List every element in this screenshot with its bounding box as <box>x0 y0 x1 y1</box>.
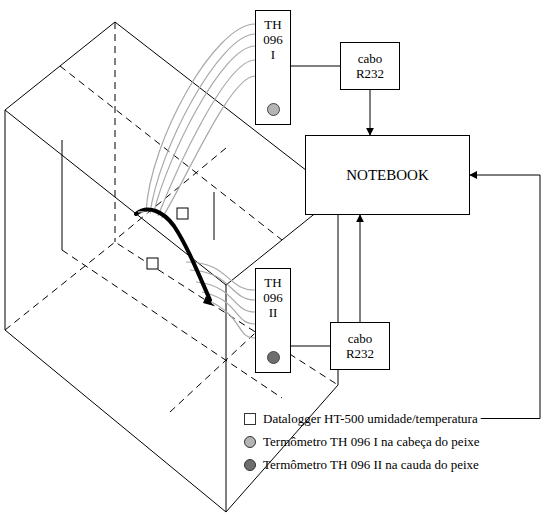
legend-square <box>244 413 256 425</box>
legend-swatch <box>244 459 256 471</box>
sensor-wire <box>146 24 255 212</box>
legend-text: Termômetro TH 096 I na cabeça do peixe <box>263 434 480 449</box>
cable-box: cabo R232 <box>340 42 400 90</box>
legend-text: Datalogger HT-500 umidade/temperatura <box>263 411 478 426</box>
dashed-line <box>115 22 116 242</box>
sensor-wires <box>146 24 255 338</box>
sensor-wire <box>150 34 255 214</box>
cable-box: cabo R232 <box>330 322 390 370</box>
connector <box>291 346 330 347</box>
dashed-line <box>115 148 226 240</box>
node-label: NOTEBOOK <box>346 166 429 184</box>
legend-row: Termômetro TH 096 II na cauda do peixe <box>244 457 479 472</box>
tank-sides <box>5 110 338 512</box>
tank-inner-line <box>214 192 215 240</box>
fish <box>136 210 214 306</box>
tank-inner-line <box>62 140 63 250</box>
dashed-line <box>60 66 282 240</box>
computer-box: NOTEBOOK <box>305 135 470 215</box>
sensor-wire <box>207 300 255 338</box>
sensor-wire <box>154 46 255 212</box>
node-label: cabo R232 <box>356 51 384 81</box>
dashed-line <box>5 242 338 385</box>
connector <box>360 215 361 322</box>
sensor-wire <box>158 60 255 216</box>
dataloggers <box>147 208 188 269</box>
datalogger-link <box>470 175 540 419</box>
fish-body <box>136 210 210 300</box>
connector <box>370 90 371 135</box>
thermometer-box: TH 096 II <box>255 268 291 373</box>
datalogger-symbol <box>147 258 158 269</box>
fish-tail <box>203 296 214 306</box>
connector <box>291 66 340 67</box>
legend-row: Termômetro TH 096 I na cabeça do peixe <box>244 434 480 449</box>
sensor-wire <box>162 76 255 218</box>
sensor-dot <box>267 103 280 116</box>
dashed-line <box>62 250 282 398</box>
thermometer-box: TH 096 I <box>255 10 291 125</box>
node-label: cabo R232 <box>346 331 374 361</box>
tank-edge <box>226 285 227 512</box>
legend-row: Datalogger HT-500 umidade/temperatura <box>244 411 478 426</box>
datalogger-symbol <box>177 208 188 219</box>
sensor-dot <box>267 351 280 364</box>
node-label: TH 096 I <box>263 17 283 62</box>
legend-swatch <box>244 436 256 448</box>
fish-stripe <box>138 212 178 240</box>
node-label: TH 096 II <box>263 275 283 320</box>
legend-text: Termômetro TH 096 II na cauda do peixe <box>263 457 479 472</box>
